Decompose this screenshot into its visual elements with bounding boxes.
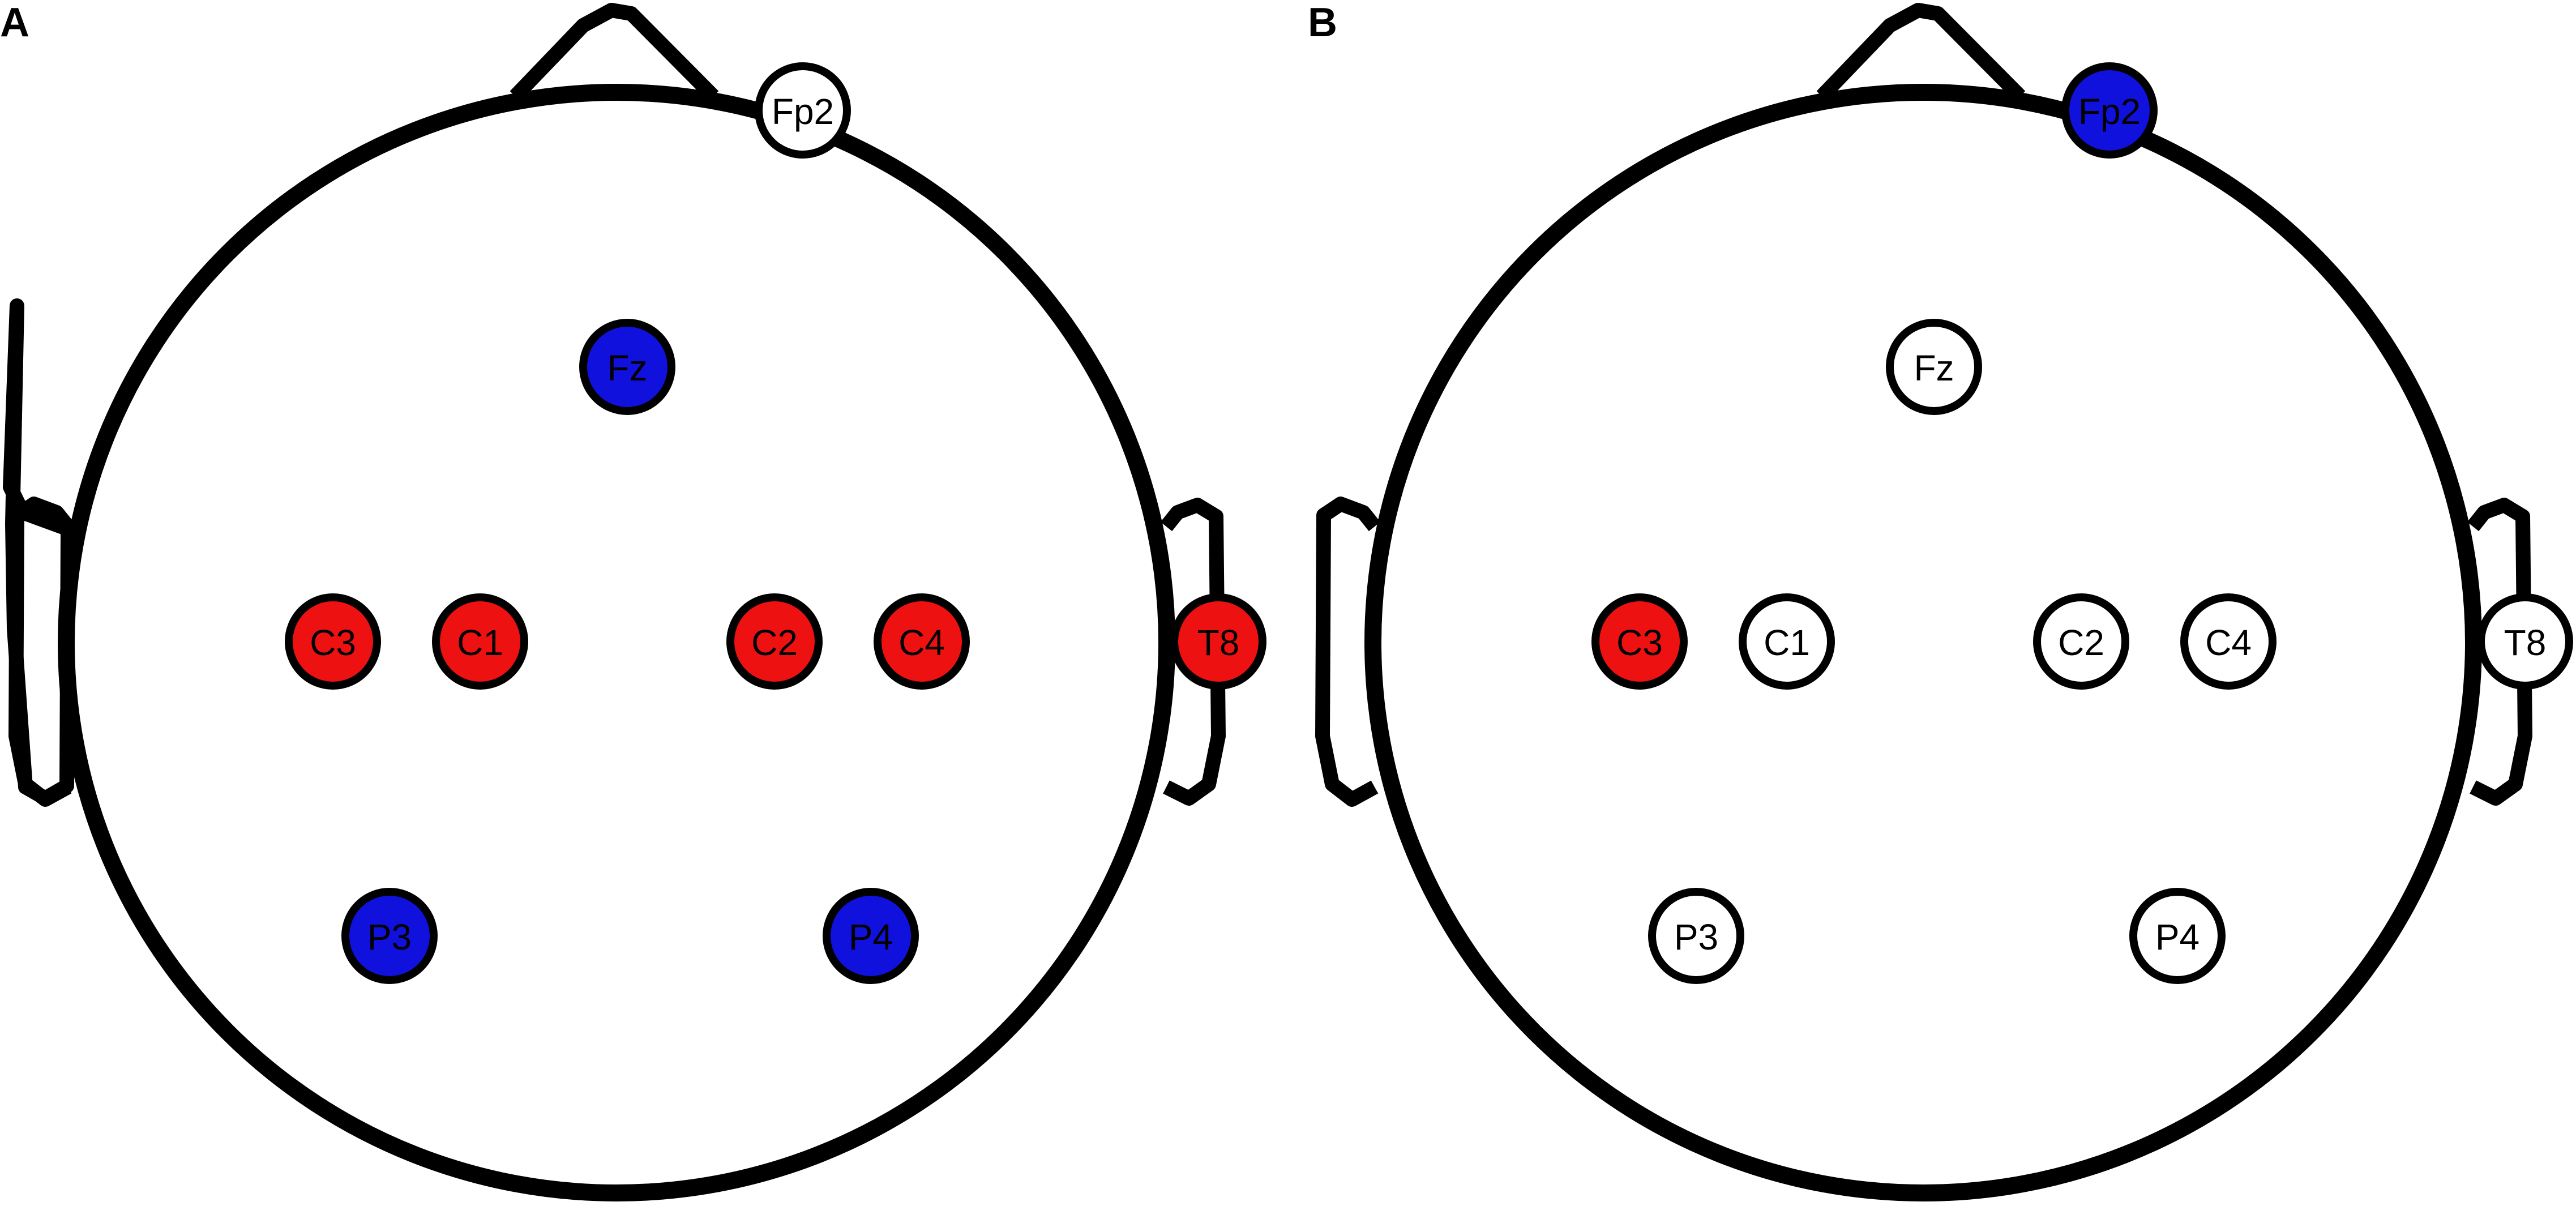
nose-outline	[1816, 3, 2026, 102]
electrode-p4: P4	[823, 888, 919, 984]
electrode-c4: C4	[2180, 593, 2277, 690]
electrode-marker	[2129, 888, 2226, 984]
electrode-c1: C1	[432, 593, 528, 690]
electrode-marker	[1591, 593, 1688, 690]
electrode-marker	[2033, 593, 2129, 690]
electrode-marker	[1648, 888, 1744, 984]
electrode-marker	[874, 593, 970, 690]
electrode-c4: C4	[874, 593, 970, 690]
electrode-marker	[2180, 593, 2277, 690]
electrode-label: Fp2	[2078, 91, 2141, 132]
electrode-label: C3	[1616, 622, 1663, 663]
electrode-label: C1	[457, 622, 503, 663]
electrode-fz: Fz	[579, 319, 675, 415]
electrode-c2: C2	[726, 593, 823, 690]
head-circle	[58, 84, 1175, 1201]
electrode-label: Fz	[607, 348, 647, 388]
electrode-label: C1	[1764, 622, 1810, 663]
electrode-label: C4	[898, 622, 945, 663]
electrode-marker	[1170, 593, 1266, 690]
electrode-c3: C3	[285, 593, 381, 690]
electrode-fz: Fz	[1886, 319, 1982, 415]
electrode-c2: C2	[2033, 593, 2129, 690]
electrode-p3: P3	[1648, 888, 1744, 984]
electrode-t8: T8	[1170, 593, 1266, 690]
electrode-label: T8	[1197, 622, 1240, 663]
head-outline	[1315, 3, 2532, 1201]
electrode-label: Fp2	[772, 91, 834, 132]
head-outline	[3, 3, 1226, 1201]
electrode-p3: P3	[341, 888, 438, 984]
electrode-fp2: Fp2	[755, 62, 851, 159]
electrode-label: C4	[2205, 622, 2252, 663]
left-ear-outline-shape	[8, 497, 74, 807]
electrode-label: P4	[849, 917, 893, 957]
electrode-label: T8	[2504, 622, 2547, 663]
electrode-marker	[341, 888, 438, 984]
nose-outline	[510, 3, 719, 102]
electrode-marker	[579, 319, 675, 415]
electrode-marker	[1886, 319, 1982, 415]
electrode-label: P3	[367, 917, 412, 957]
electrode-marker	[2061, 62, 2158, 159]
electrode-c1: C1	[1739, 593, 1835, 690]
electrode-label: C2	[751, 622, 798, 663]
electrode-t8: T8	[2477, 593, 2573, 690]
electrode-marker	[726, 593, 823, 690]
electrode-c3: C3	[1591, 593, 1688, 690]
panel-label-a: A	[0, 0, 29, 45]
head-circle	[1364, 84, 2482, 1201]
panel-label-b: B	[1308, 0, 1337, 45]
electrode-p4: P4	[2129, 888, 2226, 984]
electrode-marker	[285, 593, 381, 690]
electrode-label: C2	[2058, 622, 2104, 663]
electrode-label: C3	[310, 622, 356, 663]
electrode-marker	[1739, 593, 1835, 690]
electrode-marker	[755, 62, 851, 159]
electrode-marker	[432, 593, 528, 690]
electrode-label: P3	[1674, 917, 1718, 957]
electrode-marker	[823, 888, 919, 984]
electrode-label: P4	[2155, 917, 2200, 957]
electrode-marker	[2477, 593, 2573, 690]
electrode-label: Fz	[1914, 348, 1954, 388]
left-ear-outline	[1315, 497, 1381, 807]
electrode-fp2: Fp2	[2061, 62, 2158, 159]
